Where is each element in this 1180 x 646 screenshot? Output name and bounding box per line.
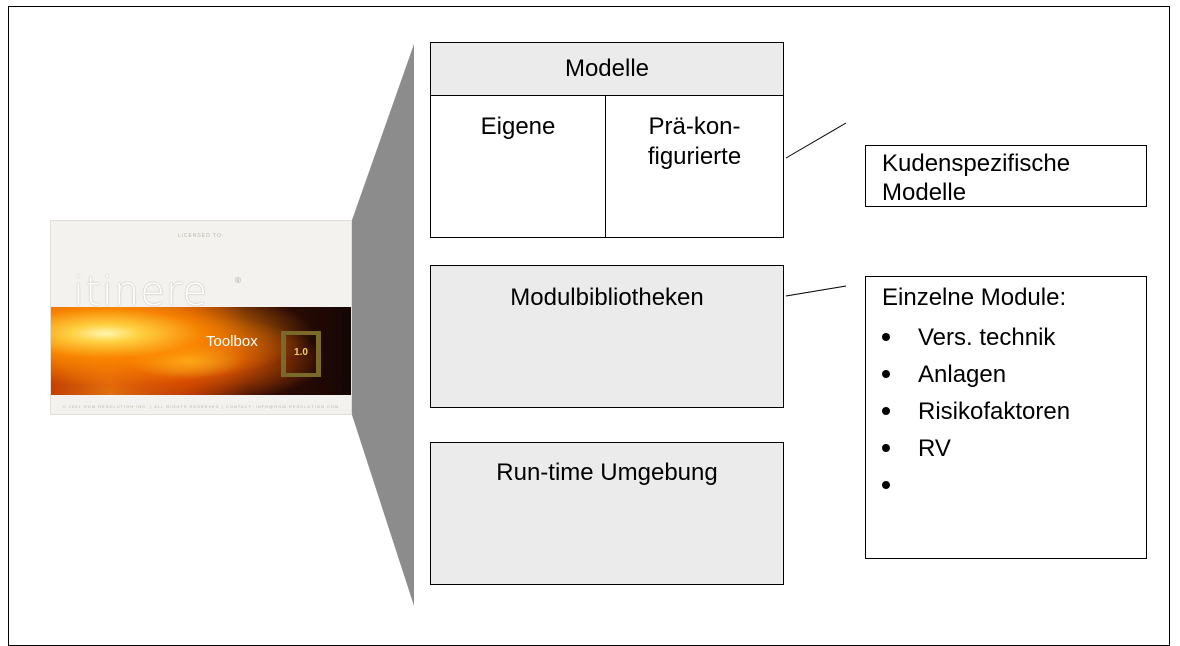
- runtime-umgebung-label: Run-time Umgebung: [496, 459, 718, 486]
- modulbibliotheken-label: Modulbibliotheken: [510, 284, 704, 311]
- eigene-cell: Eigene: [430, 95, 606, 238]
- kundenspezifische-modelle-box: Kudenspezifische Modelle: [865, 145, 1147, 207]
- list-item: RV: [882, 430, 1146, 467]
- list-item: Vers. technik: [882, 319, 1146, 356]
- prae-konfigurierte-line2: figurierte: [647, 143, 742, 170]
- connectors-layer: [352, 44, 847, 606]
- licensed-to-label: LICENSED TO:: [177, 233, 225, 239]
- kundenspezifische-line2: Modelle: [882, 179, 967, 206]
- splash-footer: © 2001 RGM RESOLUTION INC. | ALL RIGHTS …: [62, 404, 340, 409]
- list-item: Risikofaktoren: [882, 393, 1146, 430]
- version-badge: 1.0: [281, 331, 321, 377]
- registered-mark: ®: [235, 276, 241, 285]
- version-label: 1.0: [294, 347, 308, 358]
- modulbibliotheken-box: Modulbibliotheken: [430, 265, 784, 408]
- eigene-label: Eigene: [480, 113, 556, 140]
- list-item: Anlagen: [882, 356, 1146, 393]
- list-item: [882, 467, 1146, 504]
- modelle-header: Modelle: [430, 42, 784, 96]
- runtime-umgebung-box: Run-time Umgebung: [430, 442, 784, 585]
- flame-band: [51, 307, 351, 395]
- kundenspezifische-line1: Kudenspezifische: [882, 150, 1071, 177]
- einzelne-module-title: Einzelne Module:: [882, 284, 1067, 311]
- itinere-toolbox-splash-image: LICENSED TO: itinere ® Toolbox 1.0 © 200…: [50, 220, 352, 415]
- connector-einzelne-module: [785, 285, 847, 297]
- einzelne-module-box: Einzelne Module: Vers. technik Anlagen R…: [865, 276, 1147, 559]
- prae-konfigurierte-line1: Prä-kon-: [648, 113, 741, 140]
- connector-kundenspezifisch: [785, 122, 847, 159]
- product-name: Toolbox: [206, 333, 258, 350]
- module-list: Vers. technik Anlagen Risikofaktoren RV: [882, 319, 1146, 504]
- prae-konfigurierte-cell: Prä-kon- figurierte: [605, 95, 784, 238]
- expansion-trapezoid: [352, 44, 414, 606]
